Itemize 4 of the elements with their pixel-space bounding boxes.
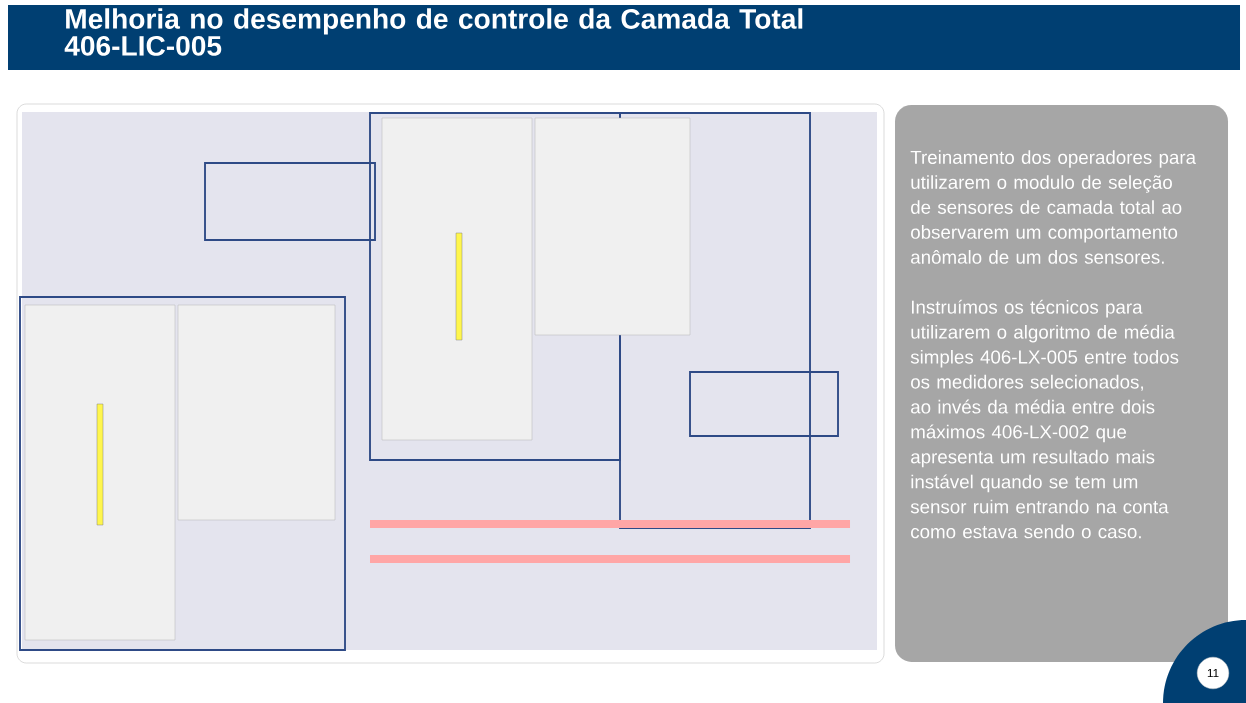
page-number: 11 <box>1196 656 1230 690</box>
text-panel: Treinamento dos operadores para utilizarem o modulo de seleção de sensores de camada total ao observarem um comportamento anômalo de um dos sensores. Instruímos os técnicos para utilizarem o algoritmo de média simples 406-LX-005 entre todos os medidores selecionados, ao invés da média entre dois máximos 406-LX-002 que apresenta um resultado mais instável quando se tem um sensor ruim entrando na conta como estava sendo o caso. <box>895 105 1228 662</box>
screenshot-drawing <box>16 103 885 664</box>
slide-title: Melhoria no desempenho de controle da Camada Total 406-LIC-005 <box>64 8 803 56</box>
